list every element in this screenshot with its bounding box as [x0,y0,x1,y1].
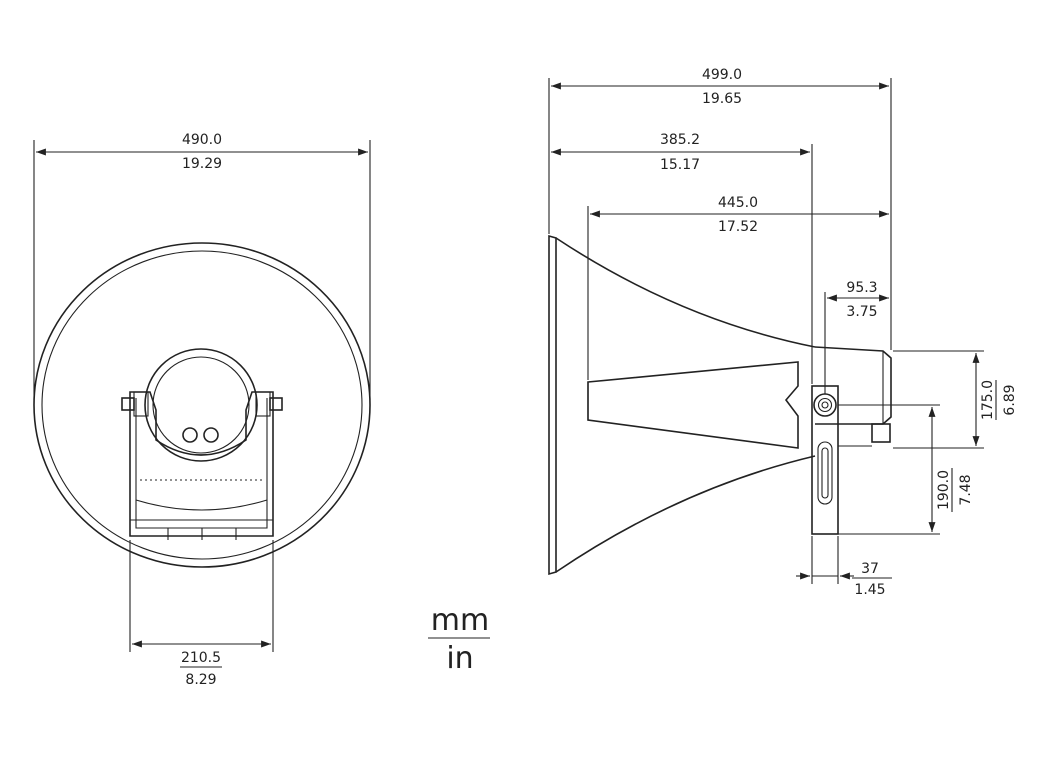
bracket-height-in: 7.48 [958,474,974,505]
dimension-front-width: 490.0 19.29 [33,132,371,400]
horn-bell-rim [548,234,557,576]
bracket-height-mm: 190.0 [936,470,952,510]
pivot-knob-left-icon [121,391,149,417]
dimension-bell-to-bracket: 385.2 15.17 [551,132,813,384]
front-width-in: 19.29 [182,156,222,172]
units-top-label: mm [431,603,489,638]
dimension-driver-height: 175.0 6.89 [893,350,1018,449]
bell-to-bracket-in: 15.17 [660,157,700,173]
driver-height-mm: 175.0 [980,380,996,420]
overall-length-in: 19.65 [702,91,742,107]
driver-height-in: 6.89 [1002,384,1018,415]
terminal-left-icon [182,427,198,443]
pivot-knob-side-icon [813,393,837,417]
horn-length-in: 17.52 [718,219,758,235]
units-bottom-label: in [446,641,473,676]
horn-outer-flare [555,237,816,348]
side-view: 499.0 19.65 385.2 15.17 445.0 17.52 95.3… [548,67,1018,598]
dimension-overall-length: 499.0 19.65 [548,67,892,350]
pivot-knob-right-icon [255,391,283,417]
driver-outer-circle [144,348,258,462]
dimension-bracket-to-rear: 95.3 3.75 [824,280,889,394]
bracket-to-rear-in: 3.75 [846,304,877,320]
dimension-bracket-thickness: 37 1.45 [796,536,892,598]
units-legend: mm in [428,603,490,676]
front-view: 490.0 19.29 210.5 8.29 [33,132,371,688]
terminal-right-icon [203,427,219,443]
bracket-width-mm: 210.5 [181,650,221,666]
driver-inner-circle [152,356,250,454]
bracket-width-in: 8.29 [185,672,216,688]
horn-inner-section [587,361,799,449]
front-width-mm: 490.0 [182,132,222,148]
mounting-bracket-side [811,385,872,535]
mounting-bracket-front [129,398,274,540]
bracket-thickness-mm: 37 [861,561,879,577]
bell-to-bracket-mm: 385.2 [660,132,700,148]
bracket-to-rear-mm: 95.3 [846,280,877,296]
horn-inner-rim [41,250,363,560]
dimension-horn-length: 445.0 17.52 [587,195,889,380]
dimension-bracket-height: 190.0 7.48 [838,404,974,535]
horn-length-mm: 445.0 [718,195,758,211]
horn-outer-rim [33,242,371,568]
bracket-thickness-in: 1.45 [854,582,885,598]
dimension-bracket-width: 210.5 8.29 [129,540,274,688]
overall-length-mm: 499.0 [702,67,742,83]
